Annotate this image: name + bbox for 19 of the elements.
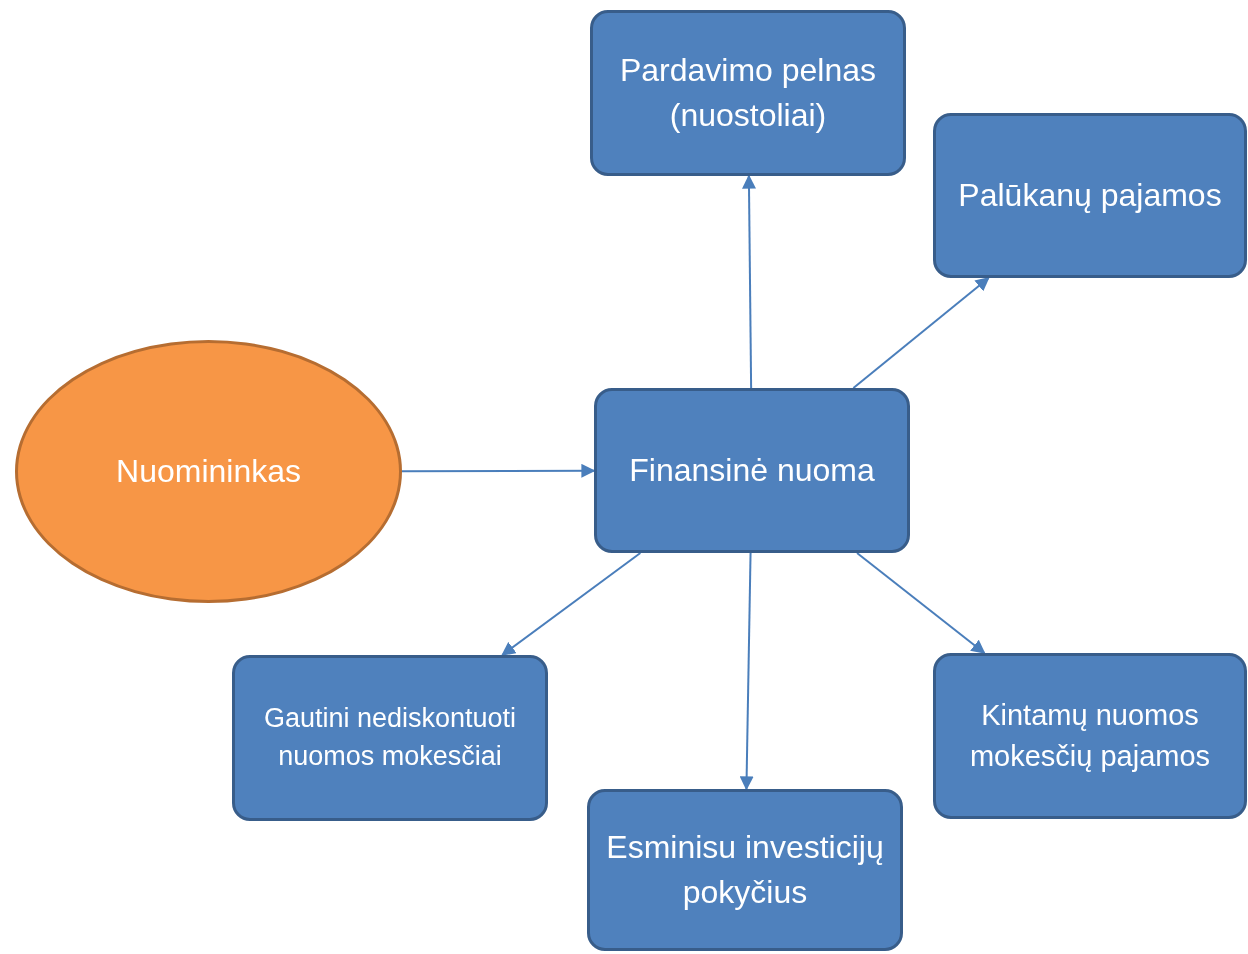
node-label: Pardavimo pelnas (nuostoliai) — [618, 51, 878, 135]
process-box — [590, 10, 906, 176]
arrow — [501, 552, 642, 656]
process-box — [232, 655, 548, 821]
process-box — [587, 789, 903, 951]
node-label: Palūkanų pajamos — [958, 176, 1222, 216]
arrow — [401, 463, 596, 478]
process-box — [933, 113, 1247, 278]
process-box — [933, 653, 1247, 819]
node-label: Nuomininkas — [116, 452, 301, 492]
arrow — [742, 174, 756, 389]
node-label: Esminisu investicijų pokyčius — [605, 828, 885, 912]
arrow — [739, 552, 754, 791]
node-label: Gautini nediskontuoti nuomos mokesčiai — [262, 702, 518, 773]
node-label: Finansinė nuoma — [629, 451, 875, 491]
arrow — [856, 552, 986, 654]
process-box — [594, 388, 910, 553]
arrow — [852, 277, 990, 389]
node-label: Kintamų nuomos mokesčių pajamos — [968, 698, 1212, 774]
